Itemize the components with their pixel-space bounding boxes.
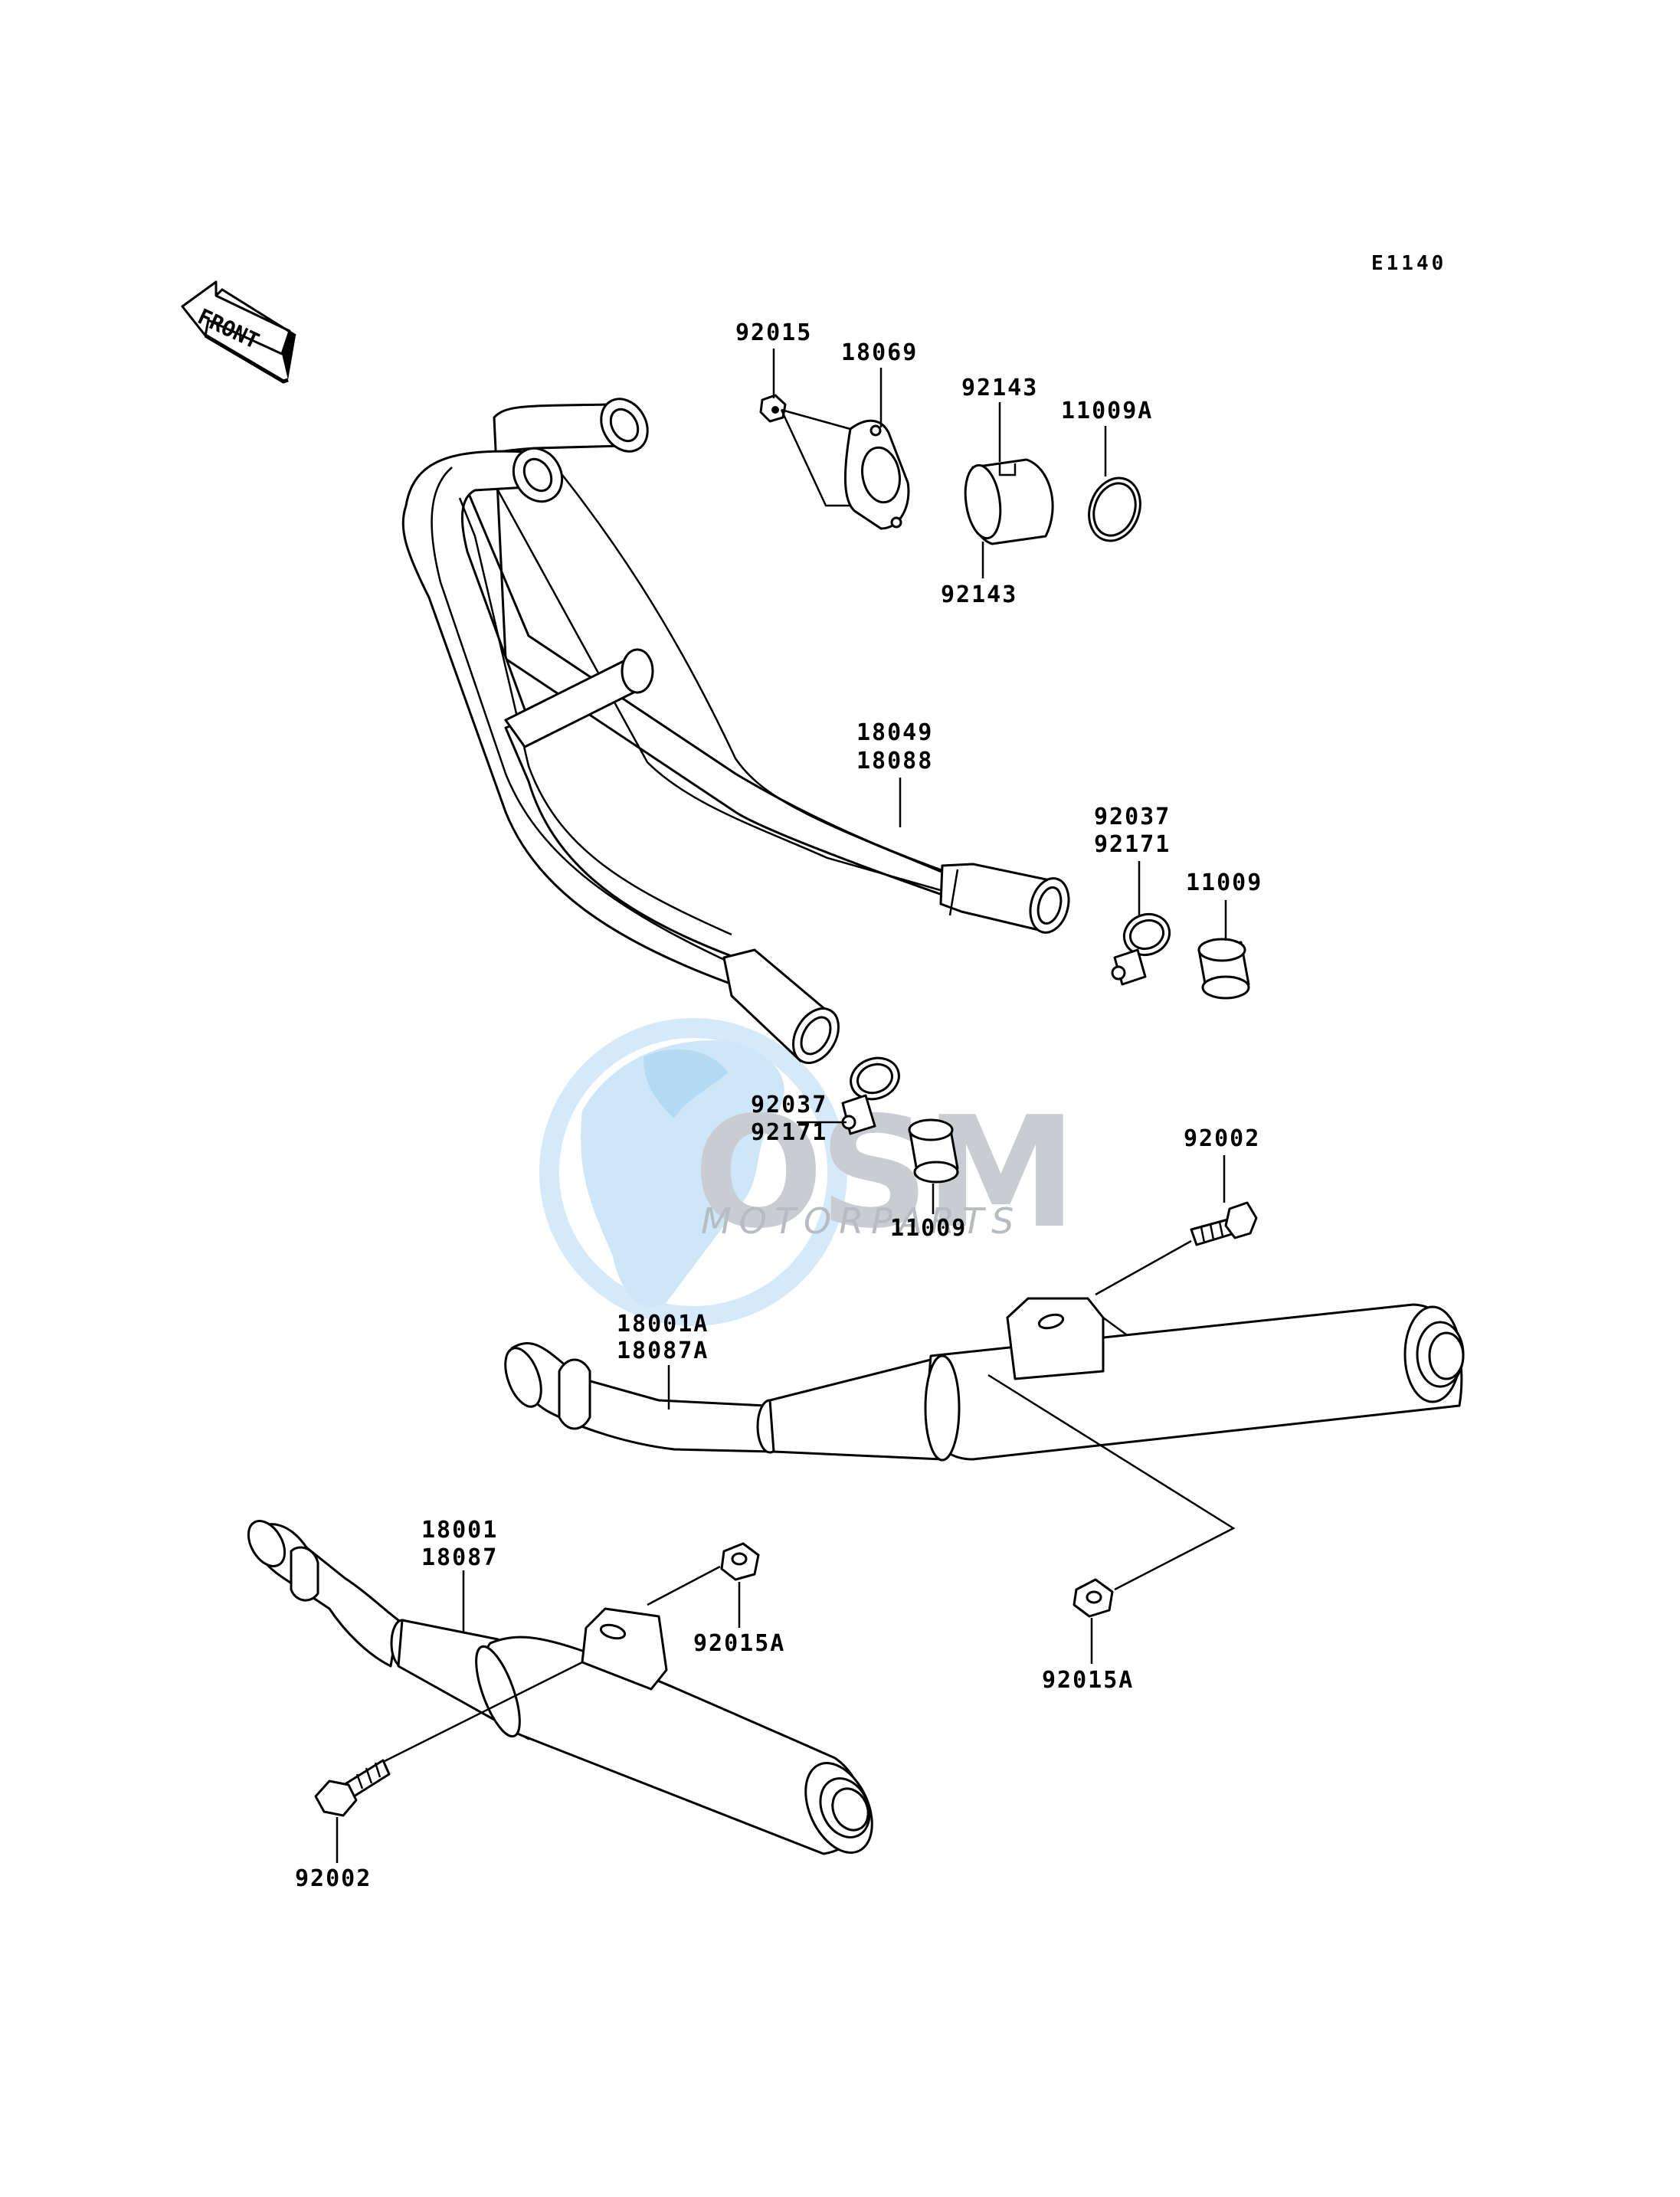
nut-92015A-right (1073, 1578, 1114, 1618)
gasket-11009-left (908, 1118, 959, 1184)
label-92143-bottom: 92143 (941, 581, 1017, 608)
label-92171-left: 92171 (751, 1119, 827, 1146)
globe-icon (581, 1040, 784, 1308)
label-92015A-right: 92015A (1042, 1667, 1134, 1694)
label-92143-top: 92143 (961, 375, 1038, 401)
label-92037-right: 92037 (1094, 804, 1171, 830)
label-92002-left: 92002 (295, 1865, 372, 1892)
bolt-92002-left (314, 1759, 391, 1817)
nut-92015A-left (720, 1542, 760, 1581)
label-11009-left: 11009 (890, 1215, 967, 1242)
gasket-11009A (1088, 476, 1141, 542)
label-92002-right: 92002 (1184, 1125, 1260, 1152)
header-pipes (401, 398, 1070, 1064)
flange-18069 (843, 419, 910, 530)
label-18087A: 18087A (617, 1338, 709, 1364)
label-92015: 92015 (735, 319, 812, 346)
diagram-code: E1140 (1371, 252, 1446, 275)
collar-92143 (964, 458, 1054, 545)
label-92037-left: 92037 (751, 1092, 827, 1118)
label-11009A: 11009A (1061, 398, 1153, 424)
label-18087: 18087 (421, 1544, 498, 1571)
label-18049: 18049 (856, 719, 933, 746)
clamp-92037-right (1111, 913, 1171, 986)
label-18001A: 18001A (617, 1311, 709, 1338)
clamp-92037-left (841, 1056, 900, 1135)
label-18088: 18088 (856, 748, 933, 774)
muffler-18001 (247, 1520, 873, 1855)
gasket-11009-right (1197, 938, 1250, 1000)
label-18001: 18001 (421, 1517, 498, 1544)
label-18069: 18069 (841, 339, 918, 366)
watermark: OSM MOTORPARTS (539, 1018, 1077, 1326)
nut-92015 (759, 394, 787, 423)
watermark-subtitle: MOTORPARTS (701, 1200, 1021, 1242)
watermark-brand: OSM (693, 1084, 1073, 1262)
front-arrow-icon: FRONT (181, 280, 296, 384)
bolt-92002-right (1190, 1201, 1258, 1246)
label-92015A-left: 92015A (693, 1630, 785, 1657)
label-11009-right: 11009 (1186, 869, 1262, 896)
label-92171-right: 92171 (1094, 831, 1171, 858)
